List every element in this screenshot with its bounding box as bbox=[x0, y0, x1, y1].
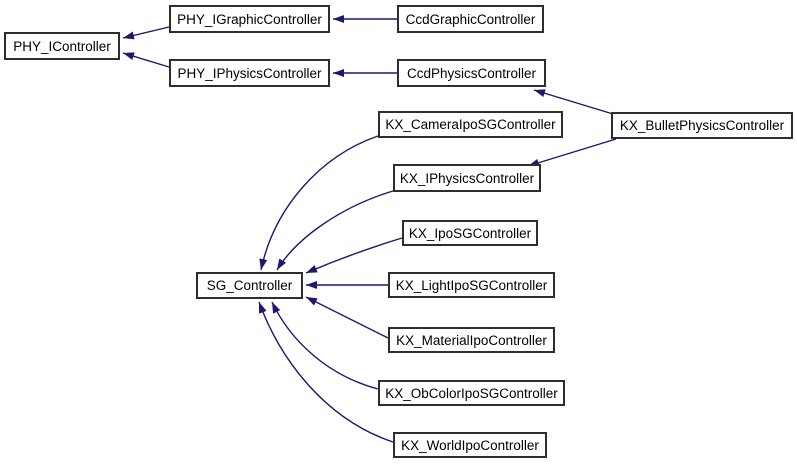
class-node-KX_WorldIpoController[interactable]: KX_WorldIpoController bbox=[393, 432, 547, 458]
class-node-KX_MaterialIpoController[interactable]: KX_MaterialIpoController bbox=[388, 327, 555, 353]
class-node-KX_LightIpoSGController[interactable]: KX_LightIpoSGController bbox=[388, 272, 555, 298]
class-node-PHY_IPhysicsController[interactable]: PHY_IPhysicsController bbox=[169, 59, 330, 87]
class-node-KX_IPhysicsController[interactable]: KX_IPhysicsController bbox=[393, 164, 541, 192]
inheritance-edge-KX_IpoSGController-to-SG_Controller bbox=[305, 237, 403, 274]
class-node-SG_Controller[interactable]: SG_Controller bbox=[196, 272, 303, 299]
inheritance-edge-KX_CameraIpoSGController-to-SG_Controller bbox=[259, 135, 379, 271]
class-node-CcdPhysicsController[interactable]: CcdPhysicsController bbox=[397, 59, 546, 87]
class-node-KX_ObColorIpoSGController[interactable]: KX_ObColorIpoSGController bbox=[378, 380, 565, 406]
class-node-KX_CameraIpoSGController[interactable]: KX_CameraIpoSGController bbox=[378, 111, 563, 138]
class-node-PHY_IGraphicController[interactable]: PHY_IGraphicController bbox=[169, 5, 330, 33]
class-node-KX_BulletPhysicsController[interactable]: KX_BulletPhysicsController bbox=[611, 112, 793, 139]
inheritance-edge-PHY_IPhysicsController-to-PHY_IController bbox=[122, 52, 170, 68]
class-node-KX_IpoSGController[interactable]: KX_IpoSGController bbox=[402, 220, 538, 246]
class-node-CcdGraphicController[interactable]: CcdGraphicController bbox=[397, 5, 544, 33]
class-node-PHY_IController[interactable]: PHY_IController bbox=[4, 32, 120, 60]
inheritance-edge-KX_BulletPhysicsController-to-KX_IPhysicsController bbox=[527, 138, 617, 167]
inheritance-edge-KX_IPhysicsController-to-SG_Controller bbox=[276, 190, 394, 271]
inheritance-edge-PHY_IGraphicController-to-PHY_IController bbox=[122, 26, 170, 40]
inheritance-edge-KX_MaterialIpoController-to-SG_Controller bbox=[305, 296, 389, 339]
inheritance-edge-KX_WorldIpoController-to-SG_Controller bbox=[258, 301, 394, 443]
inheritance-edge-KX_ObColorIpoSGController-to-SG_Controller bbox=[271, 301, 379, 390]
